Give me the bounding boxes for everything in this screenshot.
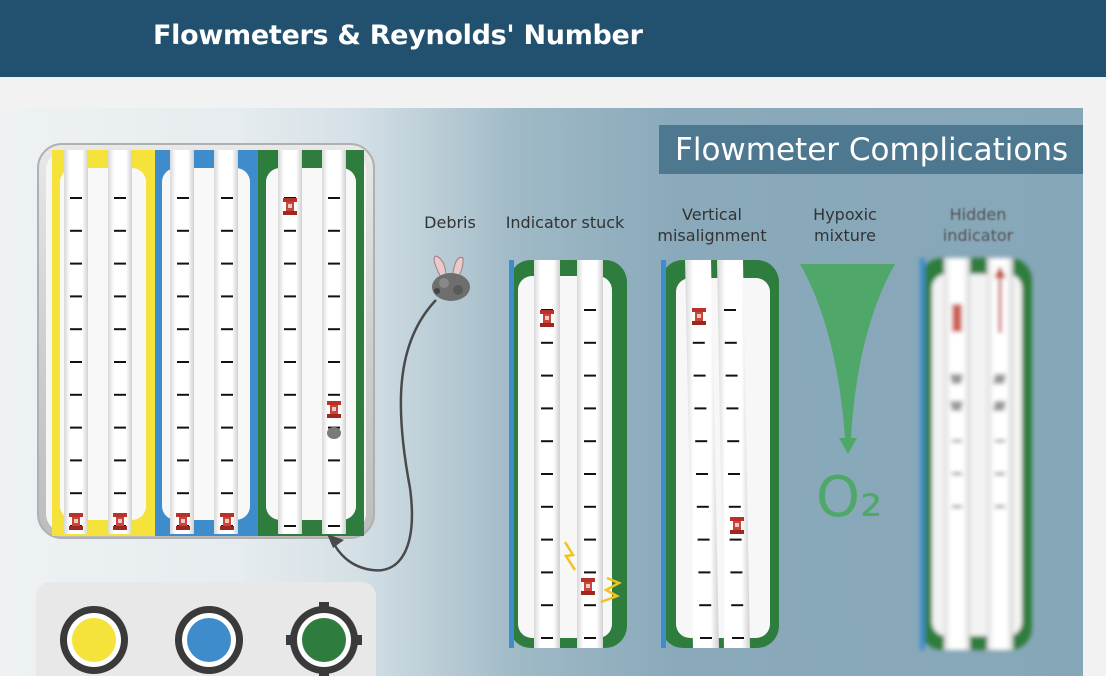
indicator-stuck-meter [509,260,627,648]
hidden-indicator-meter [920,258,1032,650]
spark-icon [563,541,577,571]
vertical-misalignment-label: Vertical misalignment [657,205,767,245]
page-title: Flowmeters & Reynolds' Number [153,20,643,51]
debris-icon [432,255,470,301]
oxygen-symbol: O₂ [816,465,883,530]
blue-knob[interactable] [175,606,243,674]
yellow-knob[interactable] [60,606,128,674]
hypoxic-mixture-label: Hypoxic mixture [813,205,877,245]
complications-title-bar: Flowmeter Complications [659,125,1083,174]
main-flowmeter-bank [37,143,375,539]
flowmeter-illustration: O₂ [37,143,1032,650]
hidden-indicator-label: Hidden indicator [942,205,1014,245]
hypoxic-mixture-funnel [800,264,895,454]
complications-title: Flowmeter Complications [675,132,1069,168]
scale-ticks [70,197,340,527]
down-arrow-icon [839,438,857,454]
green-knob[interactable] [286,602,362,676]
flow-control-knobs [36,582,376,676]
app-header: Flowmeters & Reynolds' Number [0,0,1106,77]
illustration-stage: Flowmeter Complications Debris Indicator… [0,108,1083,676]
debris-arrowhead [327,534,344,548]
debris-label: Debris [424,213,476,232]
debris-arrow [330,299,437,572]
vertical-misalignment-meter [661,260,779,648]
indicator-stuck-label: Indicator stuck [505,213,625,232]
debris-particle [327,427,341,439]
spark-icon [600,576,622,604]
